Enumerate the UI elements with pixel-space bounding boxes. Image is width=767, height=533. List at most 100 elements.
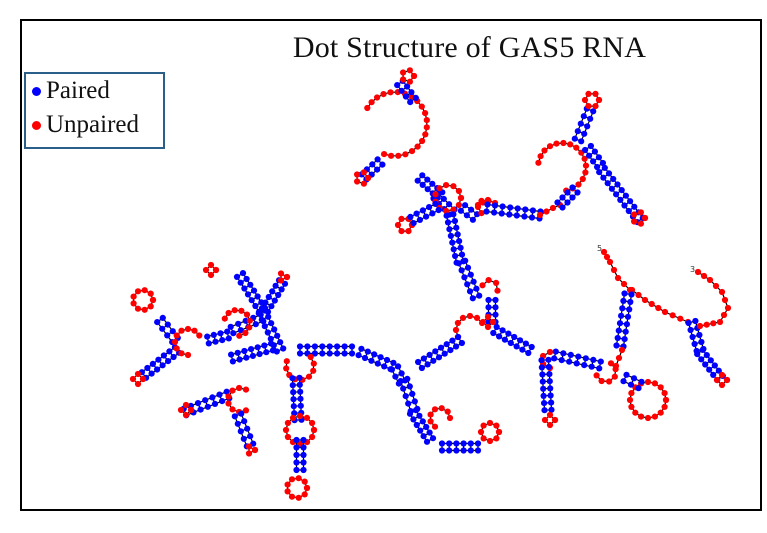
unpaired-nucleotide	[368, 99, 375, 106]
paired-nucleotide	[618, 187, 625, 194]
paired-nucleotide	[402, 393, 409, 400]
paired-nucleotide	[490, 329, 497, 337]
paired-nucleotide	[499, 203, 506, 210]
paired-nucleotide	[293, 436, 300, 444]
paired-nucleotide	[455, 333, 462, 341]
unpaired-nucleotide	[638, 413, 645, 420]
paired-nucleotide	[591, 148, 599, 155]
paired-nucleotide	[300, 436, 307, 444]
paired-nucleotide	[687, 326, 694, 334]
figure-title: Dot Structure of GAS5 RNA	[0, 31, 767, 65]
paired-nucleotide	[257, 311, 264, 318]
unpaired-nucleotide	[474, 203, 482, 211]
unpaired-nucleotide	[296, 412, 304, 420]
paired-nucleotide	[623, 321, 631, 328]
unpaired-nucleotide	[661, 390, 668, 397]
unpaired-nucleotide	[354, 178, 361, 185]
title-text: Dot Structure of GAS5 RNA	[292, 31, 647, 64]
paired-nucleotide	[702, 361, 709, 368]
paired-nucleotide	[419, 207, 426, 214]
unpaired-nucleotide	[246, 324, 253, 331]
unpaired-nucleotide	[406, 78, 413, 85]
paired-nucleotide	[627, 381, 635, 388]
unpaired-nucleotide	[419, 137, 426, 145]
paired-nucleotide	[473, 285, 480, 292]
paired-nucleotide	[456, 238, 463, 245]
paired-nucleotide	[296, 343, 304, 350]
paired-nucleotide	[268, 303, 275, 310]
paired-nucleotide	[241, 418, 248, 425]
paired-nucleotide	[406, 383, 413, 390]
paired-nucleotide	[546, 371, 553, 378]
paired-nucleotide	[452, 252, 459, 260]
paired-nucleotide	[405, 400, 412, 407]
paired-nucleotide	[417, 427, 424, 434]
paired-nucleotide	[620, 297, 627, 304]
paired-nucleotide	[604, 180, 611, 187]
paired-nucleotide	[383, 356, 391, 364]
unpaired-nucleotide	[394, 221, 402, 229]
paired-nucleotide	[390, 359, 397, 366]
paired-nucleotide	[165, 358, 172, 365]
paired-nucleotide	[569, 194, 576, 201]
paired-nucleotide	[420, 433, 427, 440]
paired-nucleotide	[164, 332, 171, 339]
paired-nucleotide	[437, 344, 445, 351]
paired-nucleotide	[243, 354, 250, 361]
unpaired-nucleotide	[238, 307, 245, 314]
paired-nucleotide	[219, 398, 226, 405]
unpaired-nucleotide	[277, 277, 285, 284]
paired-nucleotide	[169, 328, 176, 335]
paired-nucleotide	[617, 196, 624, 203]
nucleotides	[129, 67, 732, 501]
unpaired-nucleotide	[694, 268, 702, 276]
paired-nucleotide	[265, 293, 272, 301]
unpaired-nucleotide	[718, 381, 726, 389]
paired-nucleotide	[233, 273, 241, 280]
unpaired-nucleotide	[546, 143, 554, 150]
paired-nucleotide	[623, 371, 630, 378]
paired-nucleotide	[159, 325, 166, 332]
paired-nucleotide	[231, 413, 238, 420]
unpaired-nucleotide	[723, 376, 731, 384]
paired-nucleotide	[262, 299, 269, 306]
unpaired-nucleotide	[354, 171, 361, 178]
unpaired-nucleotide	[662, 396, 670, 404]
paired-nucleotide	[270, 342, 277, 349]
paired-nucleotide	[443, 341, 450, 348]
paired-nucleotide	[429, 180, 436, 187]
unpaired-nucleotide	[718, 371, 726, 379]
paired-nucleotide	[541, 400, 548, 407]
unpaired-nucleotide	[225, 309, 232, 317]
paired-nucleotide	[595, 154, 603, 161]
unpaired-nucleotide	[134, 305, 142, 312]
paired-nucleotide	[418, 364, 425, 372]
unpaired-nucleotide	[171, 338, 179, 346]
paired-nucleotide	[528, 214, 536, 221]
paired-nucleotide	[419, 172, 426, 179]
paired-nucleotide	[426, 351, 433, 358]
paired-nucleotide	[300, 451, 307, 459]
unpaired-nucleotide	[427, 418, 434, 425]
unpaired-nucleotide	[134, 380, 142, 388]
unpaired-nucleotide	[598, 377, 605, 385]
paired-nucleotide	[454, 231, 461, 238]
paired-nucleotide	[560, 350, 567, 357]
unpaired-nucleotide	[493, 279, 500, 286]
paired-nucleotide	[578, 138, 585, 145]
unpaired-nucleotide	[130, 300, 137, 307]
paired-nucleotide	[297, 402, 304, 409]
paired-nucleotide	[621, 202, 628, 209]
backbone-segment	[133, 289, 154, 311]
unpaired-nucleotide	[427, 411, 434, 418]
unpaired-nucleotide	[494, 287, 501, 294]
paired-nucleotide	[348, 350, 356, 357]
paired-nucleotide	[248, 297, 255, 304]
paired-nucleotide	[435, 354, 443, 361]
paired-nucleotide	[300, 466, 307, 474]
unpaired-nucleotide	[535, 159, 542, 166]
paired-nucleotide	[413, 210, 420, 217]
paired-nucleotide	[614, 181, 621, 188]
unpaired-nucleotide	[551, 416, 559, 424]
paired-nucleotide	[446, 447, 453, 454]
